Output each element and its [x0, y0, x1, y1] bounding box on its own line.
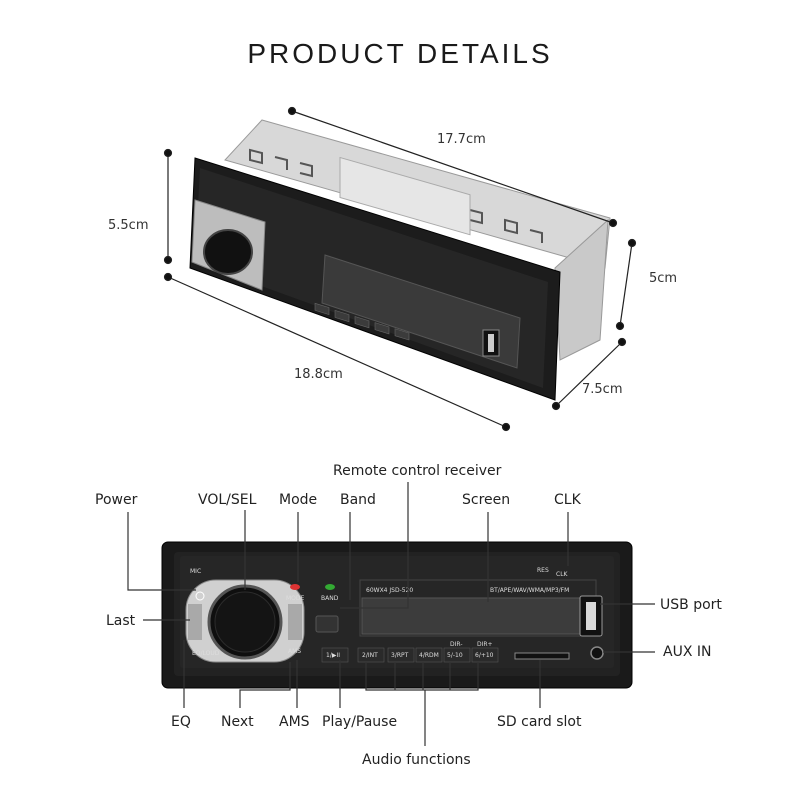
device-eq-loud-label: EQ/LOUD	[192, 650, 220, 657]
label-screen: Screen	[462, 492, 510, 508]
label-usb-port: USB port	[660, 597, 722, 613]
label-sd-card-slot: SD card slot	[497, 714, 582, 730]
dim-length-top: 17.7cm	[437, 132, 486, 147]
device-btn-5: 5/-10	[447, 652, 463, 659]
dim-length-bottom: 18.8cm	[294, 367, 343, 382]
device-ams-label: AMS	[288, 648, 301, 655]
label-power: Power	[95, 492, 138, 508]
label-next: Next	[221, 714, 254, 730]
label-clk: CLK	[554, 492, 582, 508]
device-dir-plus: DIR+	[477, 641, 493, 648]
dim-height-left: 5.5cm	[108, 218, 149, 233]
dim-depth: 7.5cm	[582, 382, 623, 397]
label-eq: EQ	[171, 714, 191, 730]
device-btn-6: 6/+10	[475, 652, 494, 659]
page-title: PRODUCT DETAILS	[247, 38, 553, 69]
dim-height-right: 5cm	[649, 271, 677, 286]
device-clk-label: CLK	[556, 571, 569, 578]
label-vol-sel: VOL/SEL	[198, 492, 257, 508]
label-audio-functions: Audio functions	[362, 752, 471, 768]
device-dir-minus: DIR-	[450, 641, 462, 648]
label-band: Band	[340, 492, 376, 508]
device-btn-3: 3/RPT	[391, 652, 409, 659]
device-formats-label: BT/APE/WAV/WMA/MP3/FM	[490, 587, 569, 594]
device-band-label: BAND	[321, 595, 339, 602]
label-last: Last	[106, 613, 136, 629]
device-btn-2: 2/INT	[362, 652, 378, 659]
label-play-pause: Play/Pause	[322, 714, 397, 730]
front-panel	[161, 541, 633, 689]
label-aux-in: AUX IN	[663, 644, 711, 660]
device-mic-label: MIC	[190, 568, 201, 575]
callout-lines	[127, 482, 655, 746]
device-model-label: 60WX4 JSD-520	[366, 587, 413, 594]
label-remote-receiver: Remote control receiver	[333, 463, 502, 479]
device-mode-label: MODE	[286, 595, 305, 602]
device-btn-4: 4/RDM	[419, 652, 439, 659]
label-ams: AMS	[279, 714, 310, 730]
product-3d-view	[189, 119, 611, 401]
dimension-lines	[163, 106, 637, 432]
device-res-label: RES	[537, 567, 549, 574]
device-btn-1: 1/▶II	[326, 652, 340, 659]
label-mode: Mode	[279, 492, 317, 508]
